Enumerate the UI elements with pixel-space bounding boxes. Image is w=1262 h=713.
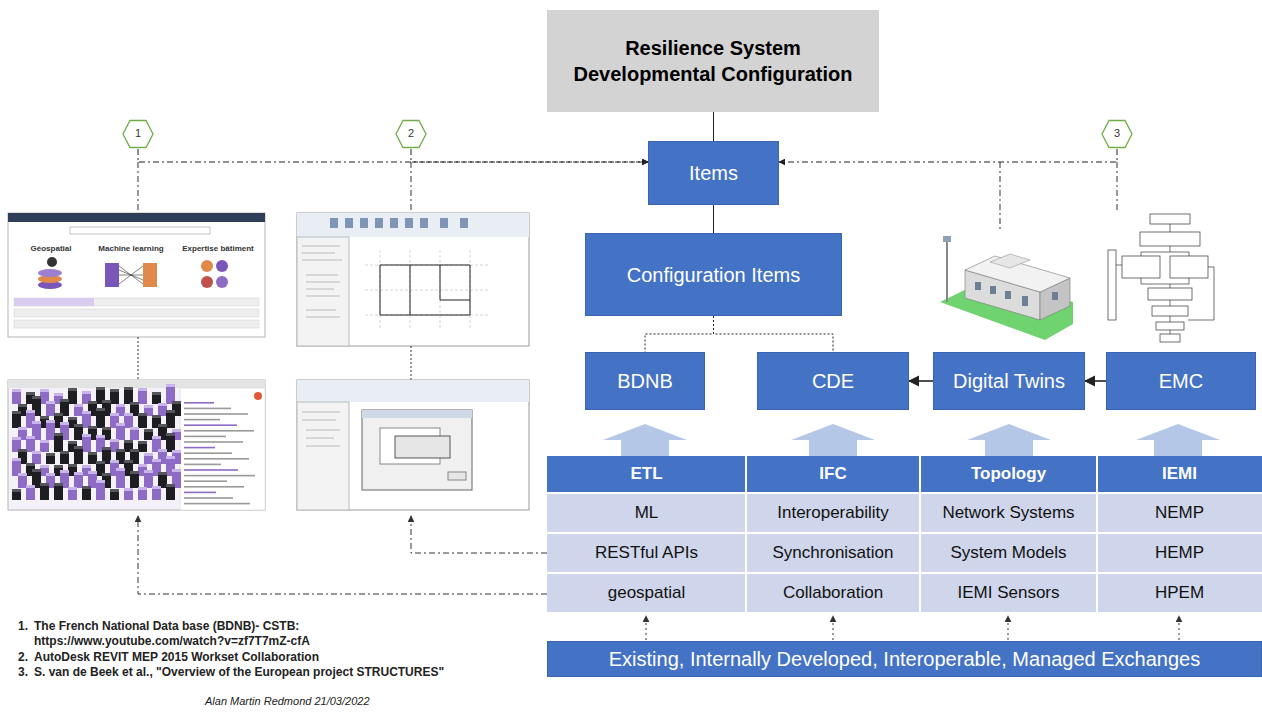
process-box: EMC [1106,352,1256,410]
dotted-arrow [138,516,547,594]
node-label: EMC [1159,369,1203,393]
footnote-number: 1. [18,619,34,634]
screenshot-3d-city [8,380,265,510]
screen-text: Expertise bâtiment [176,241,260,256]
author-note: Alan Martin Redmond 21/03/2022 [205,694,425,709]
process-box: Items [648,141,779,205]
table-header: IEMI [1097,456,1262,492]
process-box: Configuration Items [585,233,842,316]
table-cell: Synchronisation [746,534,920,572]
callout-number: 3 [1114,127,1120,140]
screenshot-revit [297,213,529,346]
table-header: IFC [746,456,920,492]
callout-number: 3 [1101,119,1133,149]
callout-number: 1 [122,119,154,149]
screenshot-revit-dialog [297,380,529,510]
dashed-connector [645,316,714,352]
table-cell: RESTful APIs [547,534,746,572]
flowchart-figure [1108,214,1214,342]
table-header: ETL [547,456,746,492]
callout-number: 1 [135,127,141,140]
leader-line [138,337,139,380]
node-label: BDNB [617,369,673,393]
table-cell: HPEM [1097,574,1262,612]
block-arrow [603,424,1220,456]
node-label: Existing, Internally Developed, Interope… [609,647,1200,671]
table-cell: Network Systems [920,494,1097,532]
dashed-connector [411,149,648,162]
table-header: Topology [920,456,1097,492]
table-ground [547,456,1262,612]
leader-line [1000,162,1001,232]
leader-line [1117,162,1118,212]
node-label: Configuration Items [627,262,800,288]
process-box: CDE [757,352,909,410]
footnote-text: S. van de Beek et al., "Overview of the … [34,665,514,680]
leader-line [138,162,139,213]
process-box: BDNB [585,352,705,410]
band-box: Existing, Internally Developed, Interope… [547,641,1262,677]
node-label: CDE [812,369,854,393]
connector-line [713,112,714,141]
screen-text: Machine learning [92,241,170,256]
connector-line [713,205,714,233]
node-label: Resilience System Developmental Configur… [556,35,870,87]
dashed-connector [714,316,834,352]
dashed-connector [779,149,1117,162]
footnote-number: 3. [18,665,34,680]
leader-line [411,346,412,380]
footnote-text: AutoDesk REVIT MEP 2015 Workset Collabor… [34,650,364,665]
connector-line [1085,380,1106,382]
hexagon-shape [1102,121,1132,148]
screenshot-web-portal [8,213,265,337]
table-cell: System Models [920,534,1097,572]
dotted-arrow [646,616,1179,640]
table-cell: Collaboration [746,574,920,612]
node-label: Items [689,161,738,185]
footnote-text: The French National Data base (BDNB)- CS… [34,619,334,649]
title-box: Resilience System Developmental Configur… [547,10,879,112]
dashed-connector [138,149,648,162]
building-model [940,236,1073,340]
screen-text: Géospatial [18,241,84,256]
footnote-number: 2. [18,650,34,665]
process-box: Digital Twins [933,352,1085,410]
table-cell: geospatial [547,574,746,612]
table-cell: HEMP [1097,534,1262,572]
table-cell: ML [547,494,746,532]
table-cell: IEMI Sensors [920,574,1097,612]
hexagon-shape [396,121,426,148]
table-cell: NEMP [1097,494,1262,532]
connector-line [909,380,933,382]
hexagon-shape [123,121,153,148]
callout-number: 2 [395,119,427,149]
leader-line [411,162,412,213]
table-cell: Interoperability [746,494,920,532]
callout-number: 2 [408,127,414,140]
node-label: Digital Twins [953,369,1065,393]
